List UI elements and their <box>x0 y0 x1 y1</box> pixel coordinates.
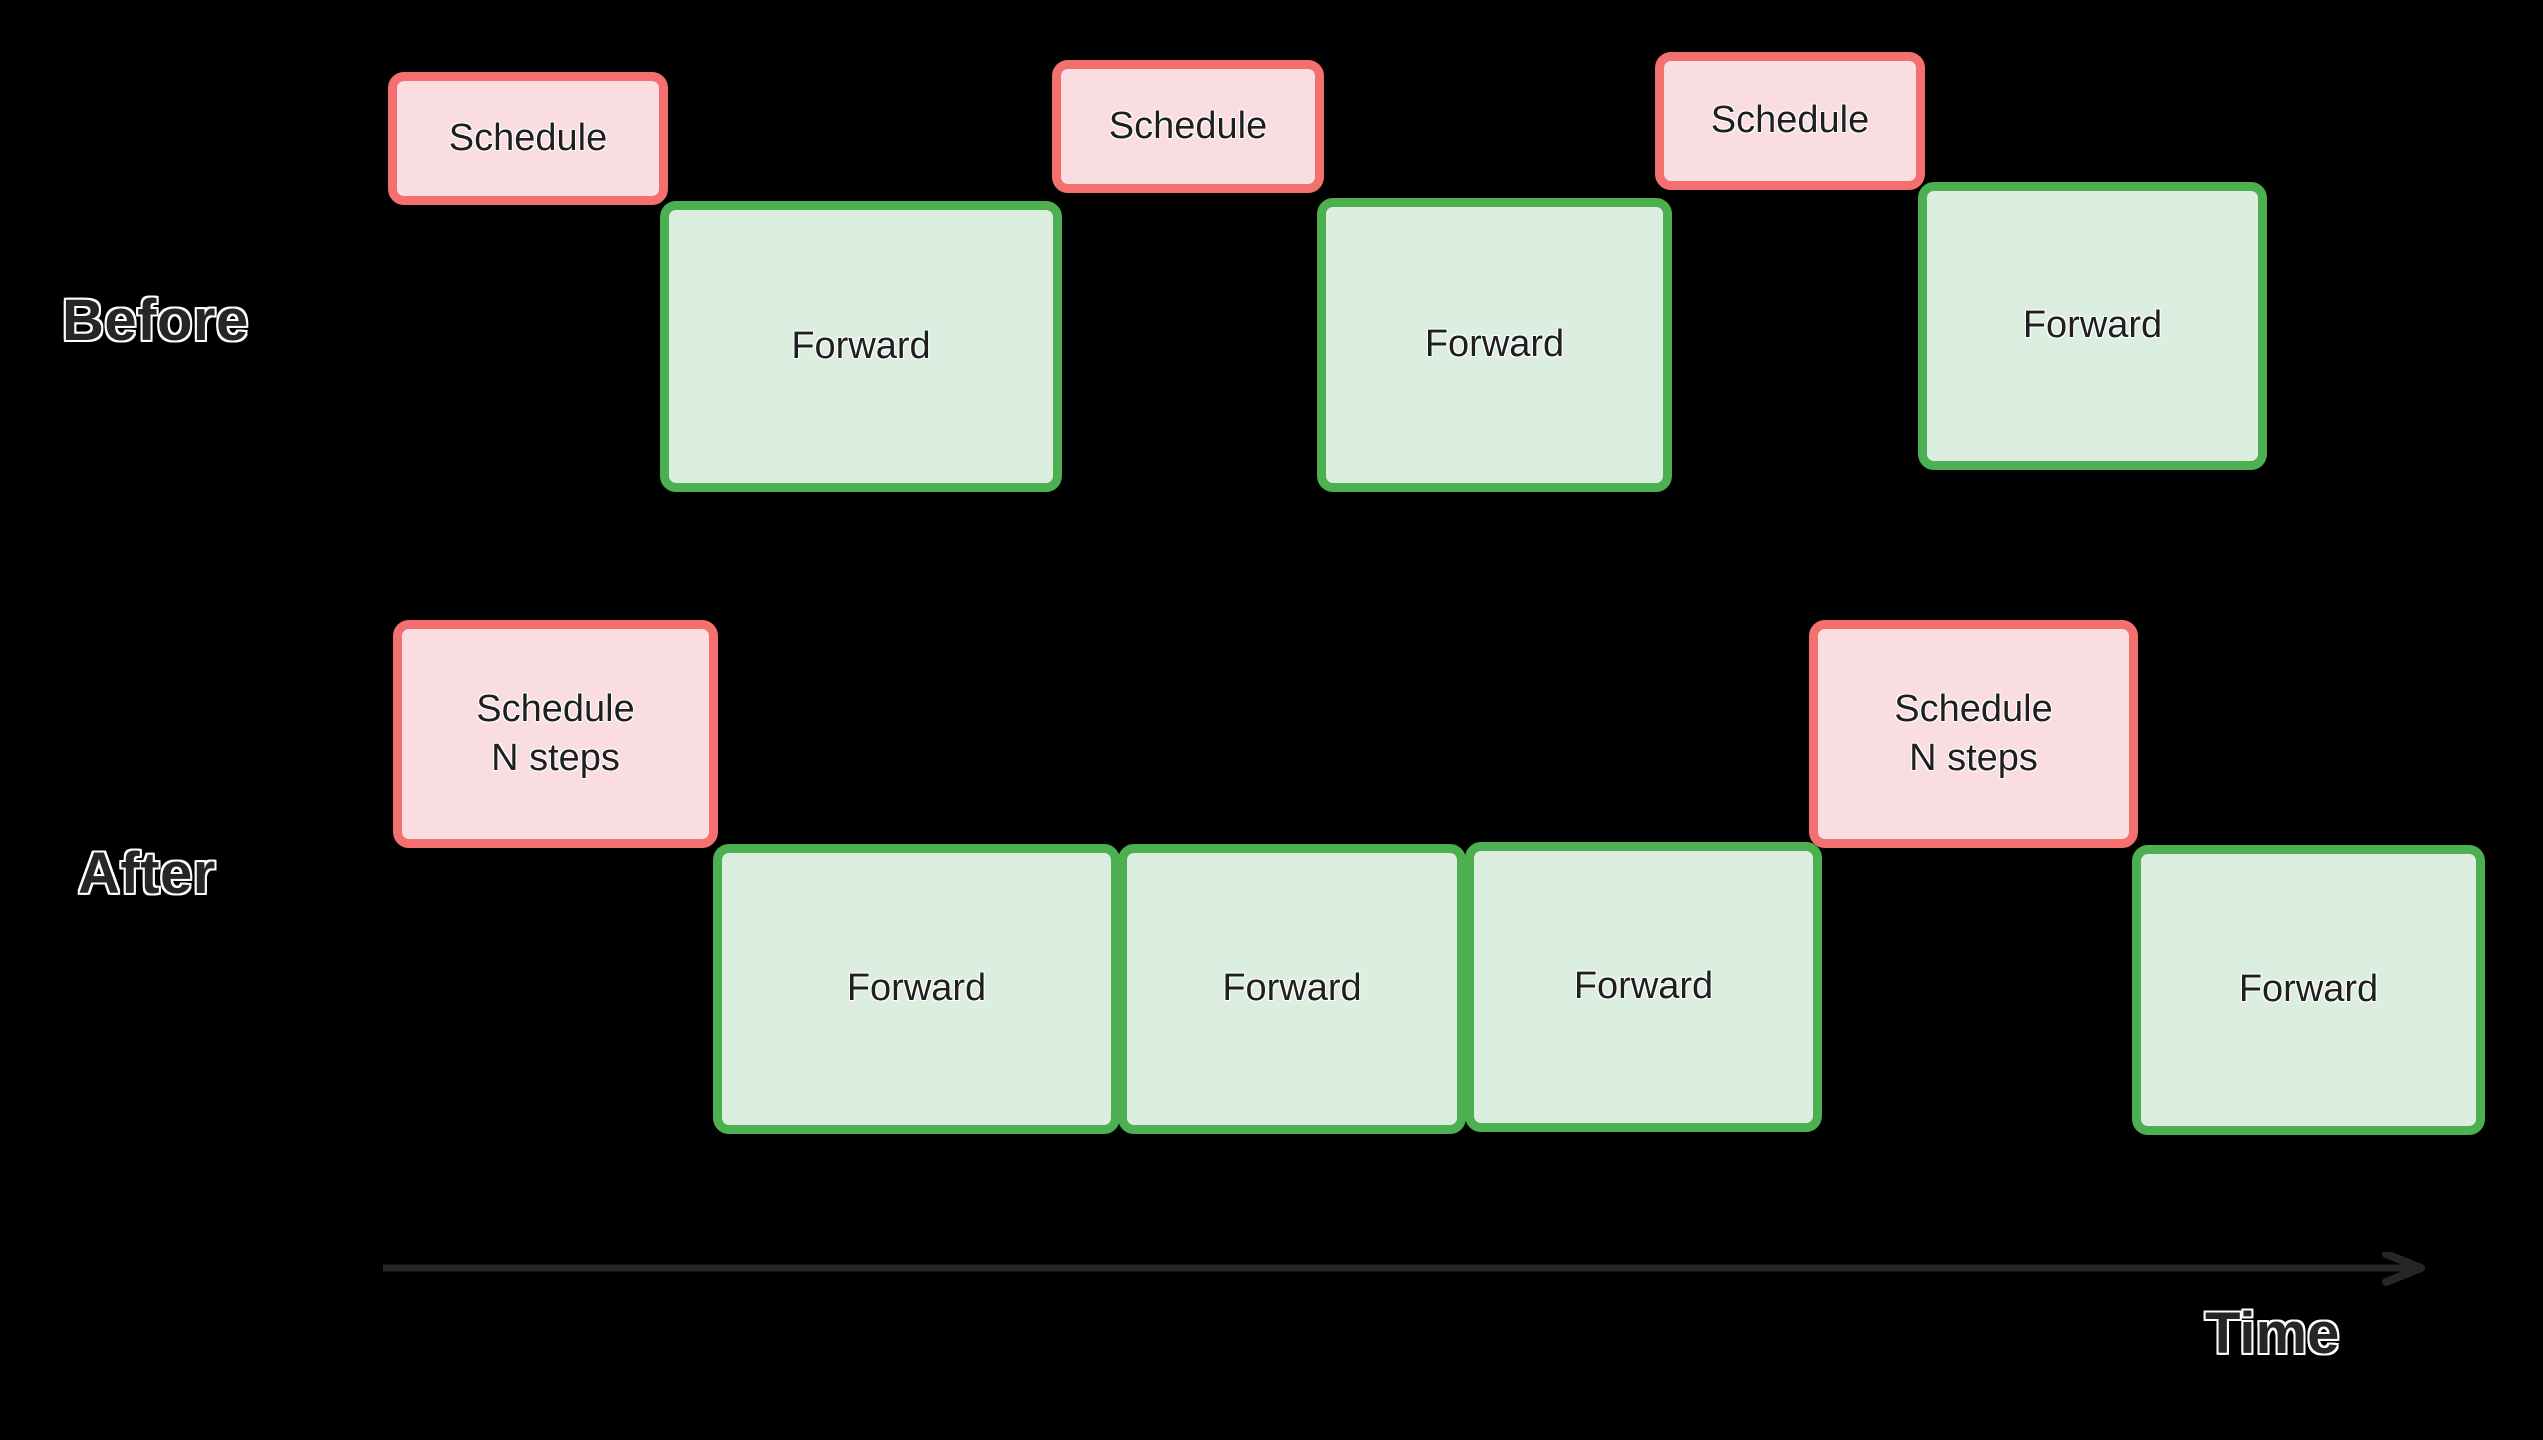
time-axis-arrow-icon <box>383 1252 2428 1286</box>
node-label: Schedule <box>1710 99 1870 142</box>
row-label-before: Before <box>61 287 250 355</box>
before-forward-block-2: Forward <box>1317 198 1672 492</box>
node-label: Schedule N steps <box>476 687 635 779</box>
before-schedule-block-2: Schedule <box>1052 60 1324 193</box>
time-axis-label: Time <box>2204 1300 2341 1368</box>
node-label: Forward <box>1222 967 1362 1010</box>
before-forward-block-1: Forward <box>660 201 1062 492</box>
after-forward-block-2: Forward <box>1118 844 1466 1134</box>
after-forward-block-1: Forward <box>713 844 1120 1134</box>
before-schedule-block-3: Schedule <box>1655 52 1925 190</box>
after-schedule-block-1: Schedule N steps <box>393 620 718 848</box>
node-label: Schedule N steps <box>1894 687 2053 779</box>
node-label: Forward <box>1573 965 1714 1008</box>
node-label: Forward <box>846 967 987 1010</box>
after-forward-block-3: Forward <box>1465 842 1822 1132</box>
node-label: Forward <box>2238 968 2379 1011</box>
node-label: Schedule <box>1108 104 1268 147</box>
after-schedule-block-2: Schedule N steps <box>1809 620 2138 848</box>
row-label-after: After <box>77 840 217 908</box>
node-label: Forward <box>1424 323 1565 366</box>
node-label: Forward <box>791 324 931 367</box>
before-schedule-block-1: Schedule <box>388 72 668 205</box>
node-label: Schedule <box>448 116 608 159</box>
before-forward-block-3: Forward <box>1918 182 2267 470</box>
node-label: Forward <box>2022 304 2163 347</box>
after-forward-block-4: Forward <box>2132 845 2485 1135</box>
